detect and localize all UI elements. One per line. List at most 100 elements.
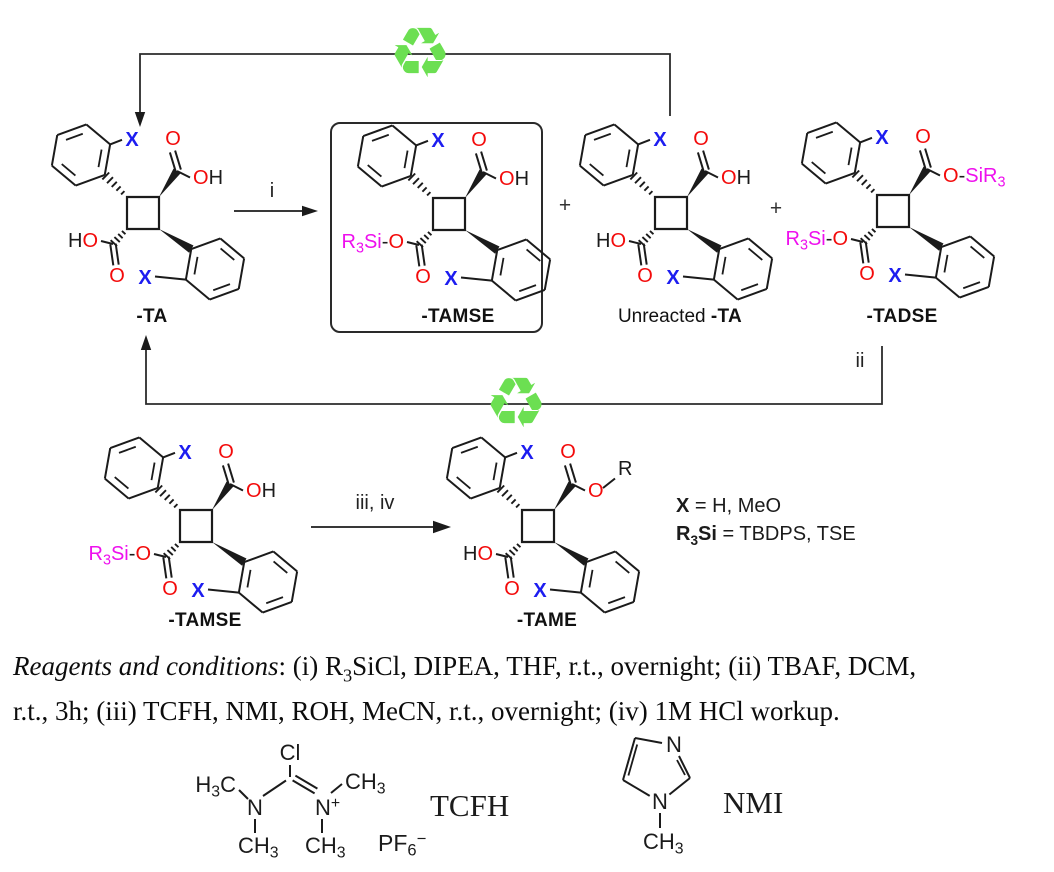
carbonyl-o-left: O [162,578,178,600]
hashed-stereo-bond [851,169,876,194]
bond [138,436,164,459]
x-substituent-top: X [431,130,445,152]
plus-operator-1: + [558,194,572,217]
bond [190,237,221,251]
carbonyl-o-top: O [471,129,487,151]
bond [498,457,507,489]
hash-tick [427,231,433,236]
ring-bond [634,737,663,744]
hashed-stereo-bond [496,484,521,509]
c-o-single [495,553,509,558]
bond [56,123,87,137]
c-o-double [569,463,577,483]
x-value: = H, MeO [689,495,782,517]
bond [718,237,749,251]
arrowhead-right [433,520,451,534]
bond [451,436,482,450]
structure-label-tamse-boxed: -TAMSE [421,306,495,327]
left-terminal-group: HO [68,230,98,252]
bond [614,550,640,573]
c-o-double [420,244,426,266]
cl-label: Cl [280,740,301,765]
c-o-double [162,557,168,579]
hash-tick [870,188,876,194]
hash-tick [506,494,513,501]
bond [357,165,383,188]
bond [109,436,140,450]
bond [50,134,59,166]
bond [631,144,640,176]
ester-o-label: O [588,480,604,502]
c-o-double [168,152,177,172]
x-bond-top [109,138,123,146]
hash-tick [407,172,416,182]
ring-bond [622,779,651,797]
hash-tick [168,498,175,505]
c-o-double [642,243,648,265]
hash-tick [101,171,110,181]
double-bond-inner [403,150,409,169]
reagents-lead-in: Reagents and conditions [13,651,279,681]
bond [290,571,299,603]
benzene-ring [934,235,996,299]
x-substituent-top: X [875,127,889,149]
carbonyl-o-top: O [915,126,931,148]
structure-label-tame: -TAME [516,610,578,631]
pf6-counterion: PF6− [378,829,426,860]
x-bond-top [504,451,518,459]
bond [806,121,837,135]
double-bond-inner [65,132,84,141]
c-o-double [859,242,865,264]
wedge-bond-bottom [465,230,500,254]
x-substituent-top: X [178,442,192,464]
bond [959,285,990,299]
benzene-ring [712,237,774,301]
tcfh-label: TCFH [430,788,509,823]
step-label-ii: ii [855,350,865,372]
double-bond-inner [118,445,137,454]
bond [604,600,635,614]
bond [496,238,527,252]
hash-tick [423,234,430,240]
bond [737,287,768,301]
bond [103,447,112,479]
r3si-symbol: R3Si [676,523,717,548]
bond [713,278,739,301]
hash-tick [115,185,122,192]
wedge-bond-top [554,481,576,510]
double-bond-inner [456,476,471,490]
recycle-icon-top: ♻ [389,12,452,94]
hash-tick [117,233,124,239]
double-bond-inner [748,247,763,261]
cyclobutane-ring [431,196,467,232]
x-substituent-bottom: X [138,267,152,289]
r-group-label: R [618,458,632,480]
hash-tick [419,237,427,244]
c-o-double [924,148,932,168]
bond [515,288,546,302]
hash-tick [639,181,646,188]
double-bond-inner [114,476,129,490]
n-bottom-label: N [652,789,668,814]
x-bond-bottom [904,273,936,279]
bond [491,279,517,302]
x-bond-top [415,139,429,147]
reagents-text: Reagents and conditions: (i) R3SiCl, DIP… [13,648,1051,729]
hash-tick [111,181,118,188]
bond [603,173,634,187]
bond [184,248,193,280]
ch3-label: CH3 [643,829,684,858]
hash-tick [510,498,517,505]
benzene-ring [490,238,552,302]
c-o-single [176,170,191,179]
double-bond-inner [246,569,252,588]
structure-label-tadse: -TADSE [866,306,938,327]
carbonyl-o-top: O [693,128,709,150]
hash-tick [645,233,652,239]
step-label-i: i [269,180,275,202]
c-o-double [227,463,235,483]
bond [712,248,721,280]
